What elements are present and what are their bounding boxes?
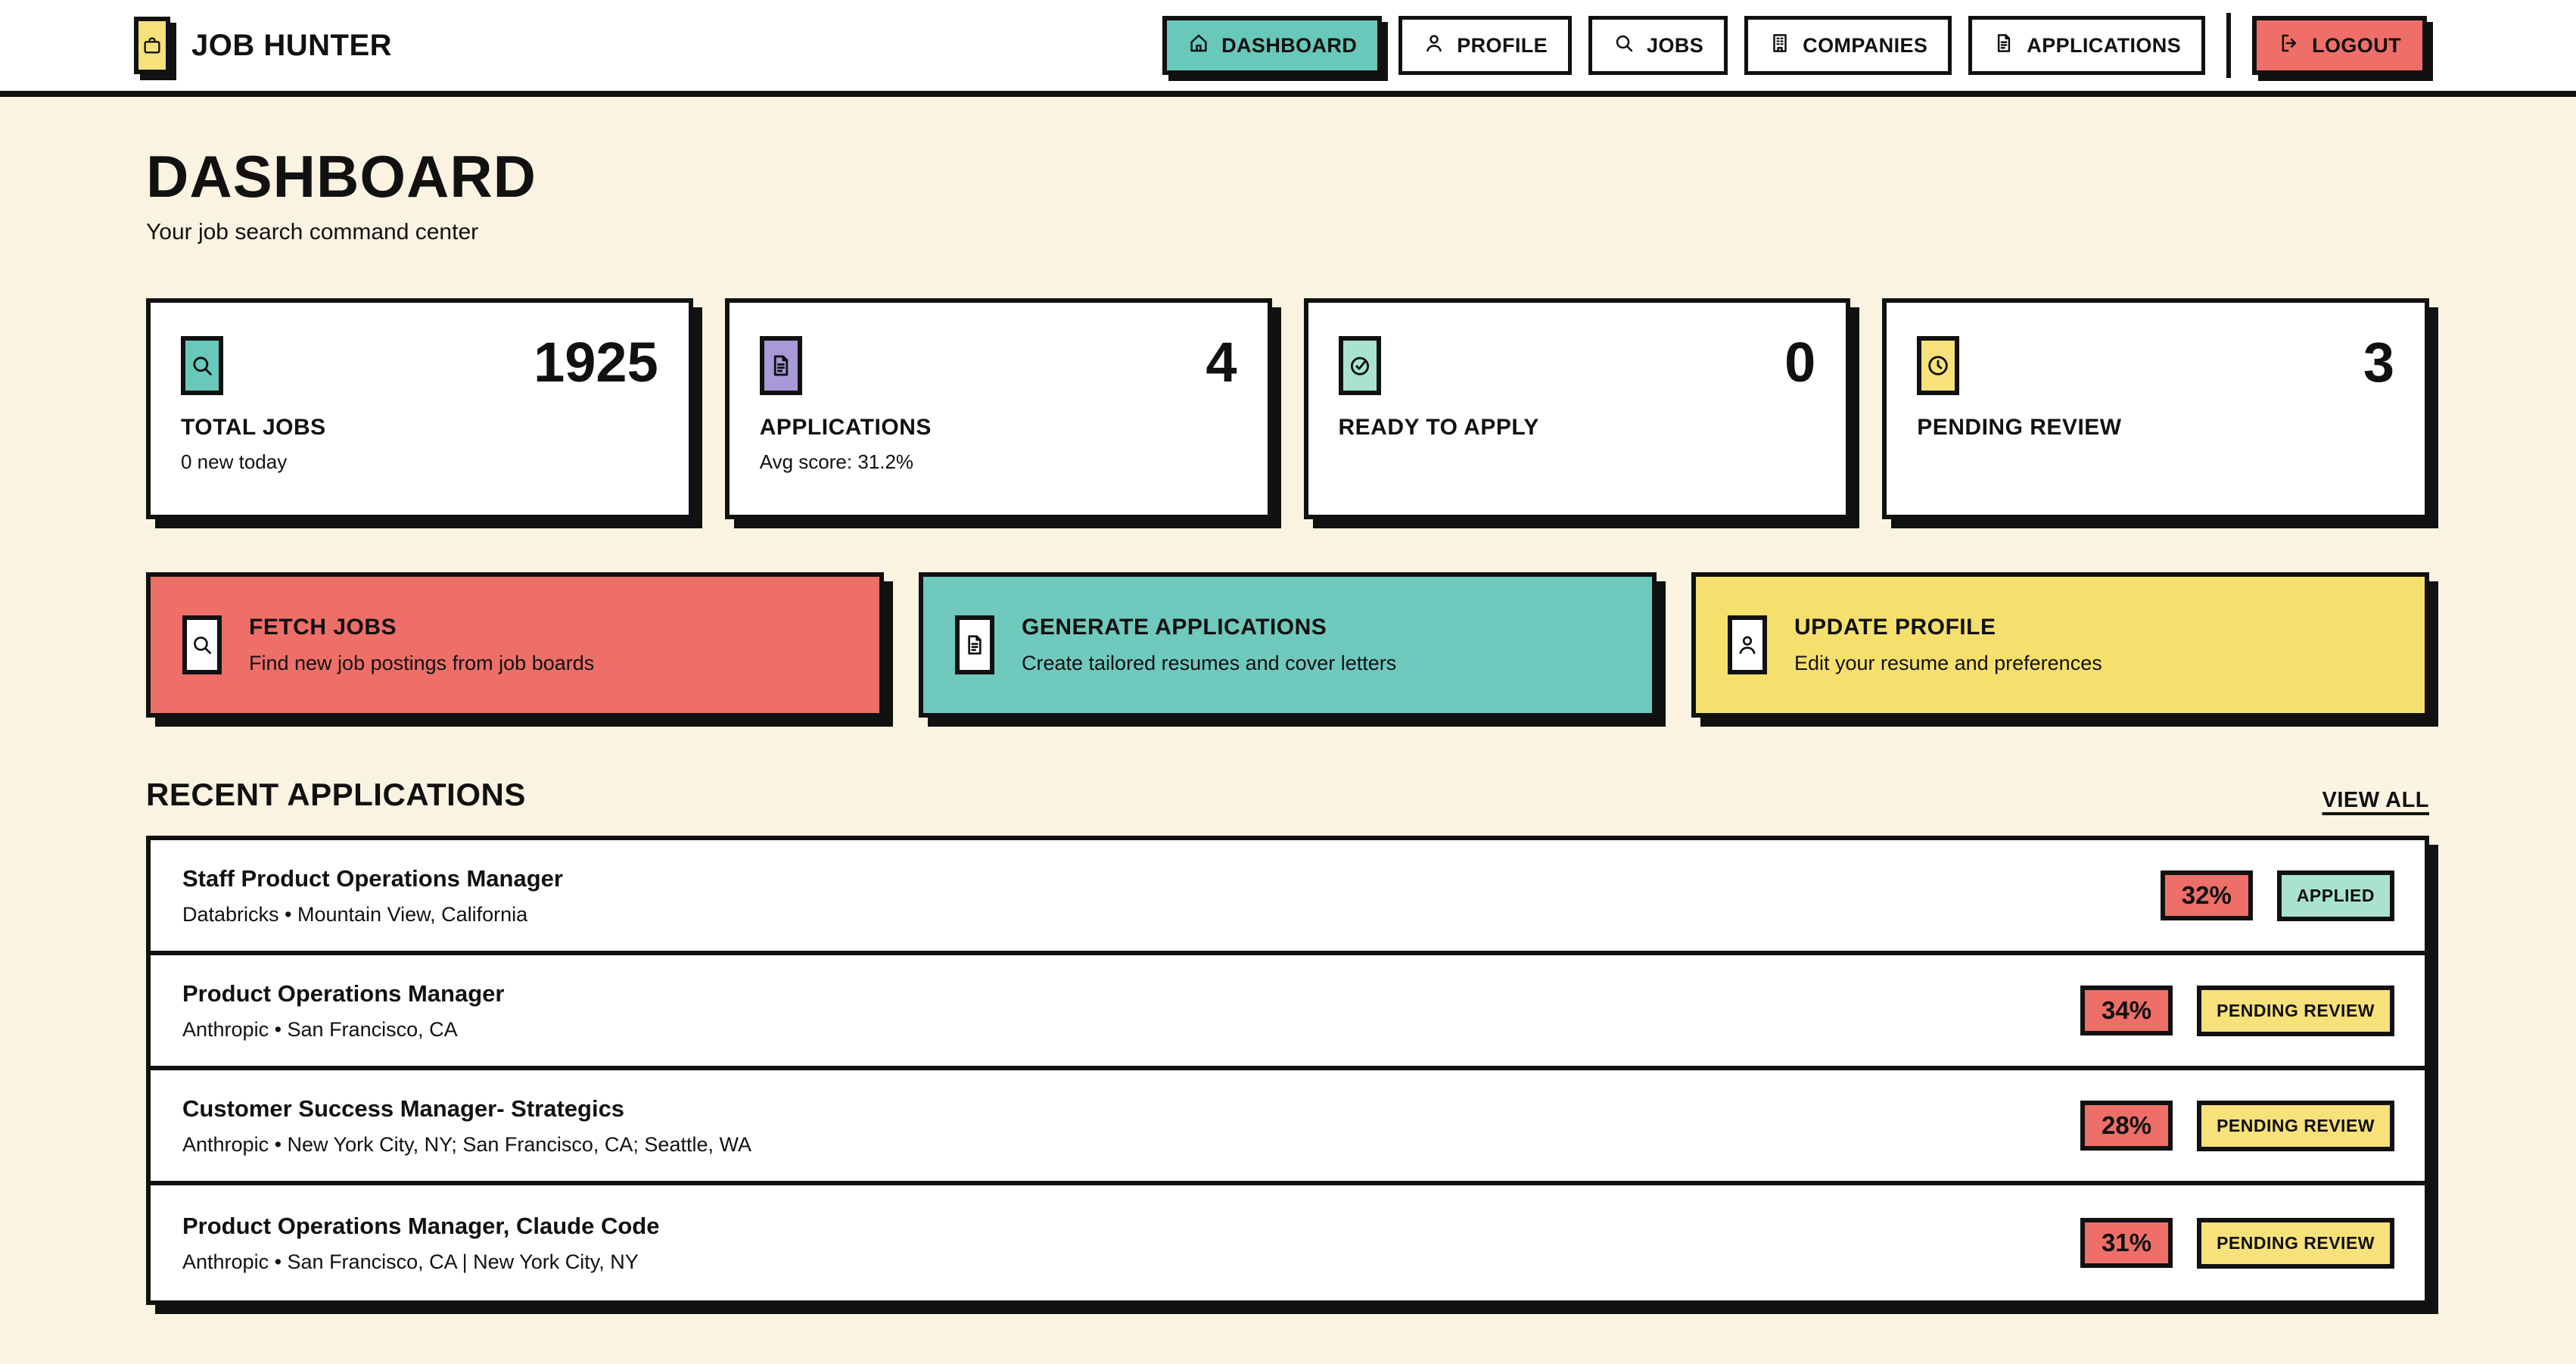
action-description: Edit your resume and preferences [1794, 652, 2102, 674]
application-row[interactable]: Customer Success Manager- Strategics Ant… [151, 1070, 2425, 1185]
document-icon [955, 615, 994, 674]
recent-applications-header: RECENT APPLICATIONS VIEW ALL [146, 777, 2429, 813]
quick-actions-row: FETCH JOBS Find new job postings from jo… [146, 572, 2429, 718]
nav-item-dashboard[interactable]: DASHBOARD [1162, 16, 1383, 75]
application-info: Staff Product Operations Manager Databri… [182, 865, 563, 926]
action-title: GENERATE APPLICATIONS [1022, 615, 1327, 640]
stat-label: PENDING REVIEW [1917, 415, 2122, 440]
application-title: Product Operations Manager, Claude Code [182, 1212, 660, 1239]
nav-label: PROFILE [1457, 33, 1548, 57]
nav-label: JOBS [1647, 33, 1704, 57]
status-badge: PENDING REVIEW [2197, 985, 2394, 1036]
briefcase-icon [134, 17, 170, 74]
stat-label: READY TO APPLY [1338, 415, 1539, 440]
building-icon [1769, 32, 1791, 60]
status-badge: PENDING REVIEW [2197, 1100, 2394, 1151]
user-icon [1728, 615, 1767, 674]
home-icon [1187, 32, 1210, 60]
stat-card-top: 3 [1917, 331, 2394, 395]
application-meta: Anthropic • San Francisco, CA | New York… [182, 1250, 639, 1273]
action-card-update-profile[interactable]: UPDATE PROFILE Edit your resume and pref… [1691, 572, 2429, 718]
application-meta: Databricks • Mountain View, California [182, 902, 528, 926]
logout-icon [2278, 32, 2301, 60]
stat-card-top: 4 [759, 331, 1237, 395]
application-info: Product Operations Manager, Claude Code … [182, 1213, 659, 1274]
search-icon [182, 615, 222, 674]
application-meta: Anthropic • New York City, NY; San Franc… [182, 1132, 751, 1156]
stat-card-top: 0 [1338, 331, 1816, 395]
stat-sub: Avg score: 31.2% [759, 450, 914, 473]
action-title: UPDATE PROFILE [1794, 615, 1996, 640]
page-title: DASHBOARD [146, 143, 537, 210]
logout-label: LOGOUT [2312, 33, 2401, 57]
stat-card-applications: 4 APPLICATIONS Avg score: 31.2% [724, 298, 1272, 519]
action-title: FETCH JOBS [249, 615, 397, 640]
nav-group: DASHBOARD PROFILE JOBS COMPANIES APPLICA… [1162, 13, 2427, 78]
stat-card-pending-review: 3 PENDING REVIEW [1882, 298, 2429, 519]
application-title: Staff Product Operations Manager [182, 864, 563, 892]
application-row[interactable]: Product Operations Manager, Claude Code … [151, 1185, 2425, 1300]
stat-value: 1925 [534, 331, 658, 394]
main-nav: DASHBOARD PROFILE JOBS COMPANIES APPLICA… [1162, 16, 2206, 75]
search-icon [181, 336, 223, 395]
main-content: DASHBOARD Your job search command center… [0, 147, 2576, 1305]
nav-label: COMPANIES [1803, 33, 1928, 57]
match-score-badge: 32% [2160, 870, 2253, 920]
logout-button[interactable]: LOGOUT [2252, 16, 2427, 75]
application-badges: 28% PENDING REVIEW [2080, 1100, 2394, 1151]
action-description: Create tailored resumes and cover letter… [1022, 652, 1397, 674]
stat-value: 3 [2363, 331, 2394, 394]
status-badge: PENDING REVIEW [2197, 1217, 2394, 1269]
search-icon [1613, 32, 1635, 60]
application-title: Product Operations Manager [182, 979, 505, 1007]
stat-card-ready-to-apply: 0 READY TO APPLY [1303, 298, 1851, 519]
stat-value: 0 [1784, 331, 1816, 394]
stat-card-total-jobs: 1925 TOTAL JOBS 0 new today [146, 298, 693, 519]
application-title: Customer Success Manager- Strategics [182, 1095, 625, 1122]
check-circle-icon [1338, 336, 1381, 395]
stat-label: TOTAL JOBS [181, 415, 326, 440]
action-card-text: GENERATE APPLICATIONS Create tailored re… [1022, 615, 1396, 675]
view-all-link[interactable]: VIEW ALL [2322, 788, 2429, 812]
stat-card-top: 1925 [181, 331, 658, 395]
match-score-badge: 31% [2080, 1218, 2173, 1268]
action-card-text: FETCH JOBS Find new job postings from jo… [249, 615, 594, 675]
nav-item-companies[interactable]: COMPANIES [1744, 16, 1952, 75]
application-row[interactable]: Product Operations Manager Anthropic • S… [151, 955, 2425, 1070]
action-description: Find new job postings from job boards [249, 652, 595, 674]
nav-label: APPLICATIONS [2027, 33, 2182, 57]
action-card-fetch-jobs[interactable]: FETCH JOBS Find new job postings from jo… [146, 572, 884, 718]
action-card-generate-applications[interactable]: GENERATE APPLICATIONS Create tailored re… [919, 572, 1657, 718]
stat-label: APPLICATIONS [759, 415, 932, 440]
application-badges: 31% PENDING REVIEW [2080, 1217, 2394, 1269]
match-score-badge: 28% [2080, 1101, 2173, 1151]
action-card-text: UPDATE PROFILE Edit your resume and pref… [1794, 615, 2102, 675]
nav-item-jobs[interactable]: JOBS [1588, 16, 1728, 75]
nav-divider [2226, 13, 2232, 78]
user-icon [1423, 32, 1445, 60]
brand: JOB HUNTER [134, 17, 392, 74]
application-badges: 32% APPLIED [2160, 870, 2394, 921]
nav-label: DASHBOARD [1221, 33, 1358, 57]
stat-value: 4 [1206, 331, 1237, 394]
recent-applications-title: RECENT APPLICATIONS [146, 777, 526, 812]
application-info: Product Operations Manager Anthropic • S… [182, 980, 504, 1042]
nav-item-applications[interactable]: APPLICATIONS [1968, 16, 2206, 75]
page-subtitle: Your job search command center [146, 220, 479, 244]
applications-list: Staff Product Operations Manager Databri… [146, 836, 2429, 1305]
application-meta: Anthropic • San Francisco, CA [182, 1017, 458, 1041]
nav-item-profile[interactable]: PROFILE [1398, 16, 1573, 75]
application-row[interactable]: Staff Product Operations Manager Databri… [151, 840, 2425, 955]
match-score-badge: 34% [2080, 986, 2173, 1035]
application-badges: 34% PENDING REVIEW [2080, 985, 2394, 1036]
clock-icon [1917, 336, 1960, 395]
brand-name: JOB HUNTER [191, 28, 393, 62]
top-bar: JOB HUNTER DASHBOARD PROFILE JOBS COMPAN… [0, 0, 2576, 97]
stats-row: 1925 TOTAL JOBS 0 new today 4 APPLICATIO… [146, 298, 2429, 519]
document-icon [1993, 32, 2015, 60]
document-icon [759, 336, 802, 395]
status-badge: APPLIED [2276, 870, 2394, 921]
stat-sub: 0 new today [181, 450, 288, 473]
application-info: Customer Success Manager- Strategics Ant… [182, 1095, 751, 1157]
